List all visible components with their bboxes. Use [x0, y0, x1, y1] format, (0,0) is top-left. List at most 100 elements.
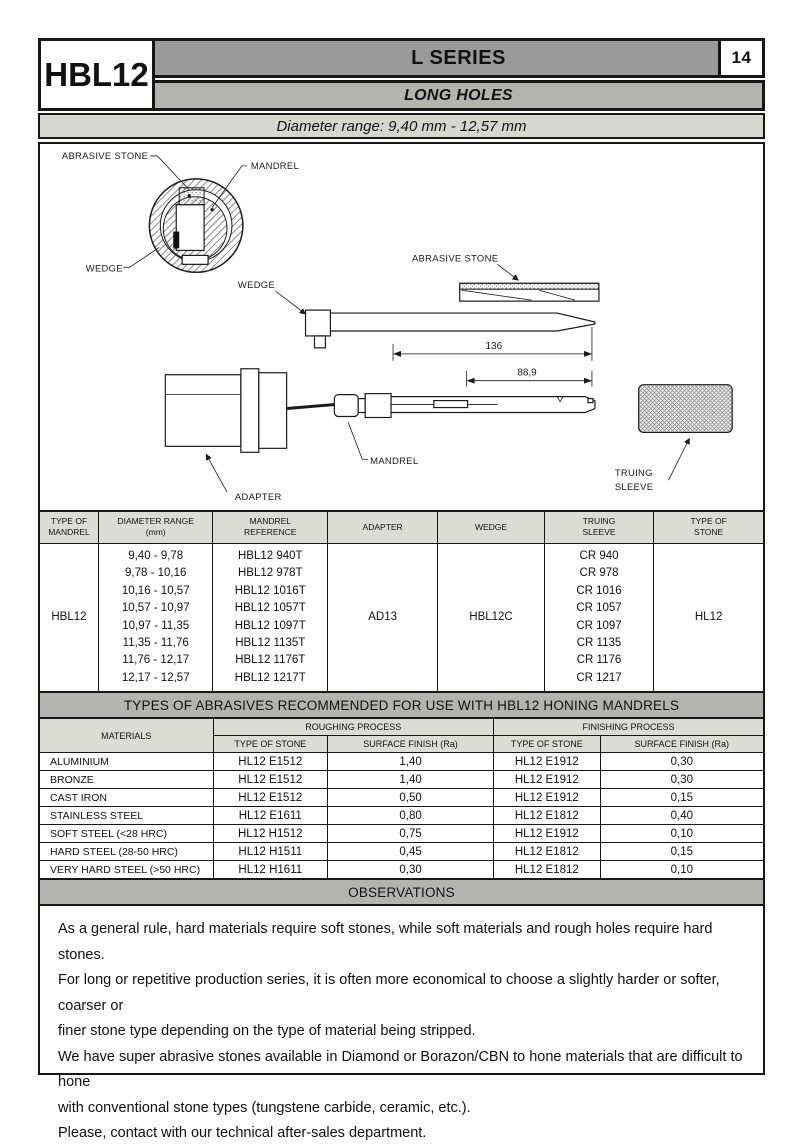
cross-section-view: ABRASIVE STONE MANDREL WEDGE [62, 151, 299, 274]
col-finishing-process: FINISHING PROCESS [493, 717, 765, 737]
rough-ra-cell: 0,30 [327, 860, 495, 880]
diameter-range: 9,40 - 9,78 [128, 549, 184, 562]
dimension-88-9: 88,9 [466, 368, 593, 387]
page-header: HBL12 L SERIES 14 LONG HOLES [38, 38, 765, 111]
wedge-bar [329, 312, 596, 332]
material-cell: SOFT STEEL (<28 HRC) [38, 824, 214, 844]
diameter-range-bar: Diameter range: 9,40 mm - 12,57 mm [38, 113, 765, 139]
col-finishing-surface-finish: SURFACE FINISH (Ra) [599, 735, 765, 754]
col-adapter: ADAPTER [327, 510, 439, 544]
rough-ra-cell: 0,75 [327, 824, 495, 844]
observations-text-box: As a general rule, hard materials requir… [38, 904, 765, 1141]
mandrel-reference: HBL12 1097T [234, 619, 306, 632]
finish-ra-cell: 0,30 [599, 770, 765, 790]
truing-sleeve-label-line1: TRUING [615, 468, 653, 479]
model-code-box: HBL12 [38, 38, 155, 111]
observations-line: Please, contact with our technical after… [58, 1125, 427, 1142]
abrasives-table: MATERIALS ROUGHING PROCESS FINISHING PRO… [38, 717, 765, 881]
datasheet-page: HBL12 L SERIES 14 LONG HOLES Diameter ra… [38, 38, 765, 1141]
page-number-box: 14 [718, 38, 765, 78]
rough-ra-cell: 1,40 [327, 770, 495, 790]
truing-sleeve-ref: CR 1057 [576, 602, 622, 615]
mandrel-reference: HBL12 978T [237, 567, 303, 580]
series-title: L SERIES [411, 46, 506, 69]
rough-stone-cell: HL12 E1512 [212, 770, 329, 790]
type-of-stone-cell: HL12 [653, 542, 765, 693]
diameter-range: 10,57 - 10,97 [121, 602, 190, 615]
mandrel-slot [175, 204, 205, 252]
truing-sleeve-ref: CR 978 [579, 567, 619, 580]
finish-stone-cell: HL12 E1912 [493, 770, 601, 790]
abrasive-stone-top-label: ABRASIVE STONE [62, 151, 148, 162]
diameter-range: 11,35 - 11,76 [122, 636, 189, 649]
material-cell: HARD STEEL (28-50 HRC) [38, 842, 214, 862]
col-roughing-type-of-stone: TYPE OF STONE [212, 735, 329, 754]
finish-ra-cell: 0,15 [599, 842, 765, 862]
subtitle-bar: LONG HOLES [152, 80, 765, 111]
wedge-cross-section [173, 231, 180, 249]
finish-ra-cell: 0,10 [599, 860, 765, 880]
mandrel-top-label: MANDREL [251, 161, 299, 172]
mandrel-body [333, 394, 359, 418]
observations-line: As a general rule, hard materials requir… [58, 921, 713, 963]
dimension-88-9-value: 88,9 [517, 368, 537, 379]
truing-sleeve-ref: CR 1016 [576, 584, 622, 597]
mandrel-table: TYPE OF MANDREL DIAMETER RANGE (mm) MAND… [38, 510, 765, 694]
adapter-body [164, 374, 242, 447]
truing-sleeve-shape [638, 384, 733, 434]
mandrel-reference: HBL12 1217T [234, 671, 306, 684]
observations-line: finer stone type depending on the type o… [58, 1023, 476, 1040]
rough-stone-cell: HL12 H1511 [212, 842, 329, 862]
rough-ra-cell: 0,50 [327, 788, 495, 808]
abrasives-section-title: TYPES OF ABRASIVES RECOMMENDED FOR USE W… [38, 691, 765, 720]
mandrel-side-label: MANDREL [370, 456, 418, 467]
mandrel-assembly-view: MANDREL ADAPTER [164, 368, 596, 503]
rough-ra-cell: 0,80 [327, 806, 495, 826]
material-cell: BRONZE [38, 770, 214, 790]
abrasive-stone-side-label: ABRASIVE STONE [412, 253, 498, 264]
col-truing-sleeve: TRUING SLEEVE [543, 510, 655, 544]
observations-line: For long or repetitive production series… [58, 972, 720, 1014]
mandrel-reference: HBL12 1176T [235, 654, 306, 667]
material-cell: CAST IRON [38, 788, 214, 808]
type-of-mandrel-cell: HBL12 [38, 542, 99, 693]
col-type-of-stone: TYPE OF STONE [653, 510, 765, 544]
wedge-side-view: WEDGE [238, 280, 596, 349]
mandrel-reference: HBL12 1057T [234, 602, 306, 615]
truing-sleeve-ref: CR 1135 [576, 636, 622, 649]
col-finishing-type-of-stone: TYPE OF STONE [493, 735, 601, 754]
observations-title-bar: OBSERVATIONS [38, 878, 765, 907]
material-cell: STAINLESS STEEL [38, 806, 214, 826]
truing-sleeve-label-line2: SLEEVE [615, 482, 654, 493]
mandrel-reference: HBL12 1016T [234, 584, 306, 597]
abrasives-header-row-2: TYPE OF STONE SURFACE FINISH (Ra) TYPE O… [39, 735, 765, 754]
observations-line: We have super abrasive stones available … [58, 1048, 743, 1091]
finish-stone-cell: HL12 E1812 [493, 806, 601, 826]
diagram-box: ABRASIVE STONE MANDREL WEDGE ABRASIVE ST… [38, 142, 765, 512]
diameter-range: 10,16 - 10,57 [121, 584, 190, 597]
rough-stone-cell: HL12 H1512 [212, 824, 329, 844]
series-title-bar: L SERIES 14 [152, 38, 765, 78]
wedge-top-label: WEDGE [86, 263, 123, 274]
abrasive-stone-side-view: ABRASIVE STONE [412, 253, 600, 302]
col-type-of-mandrel: TYPE OF MANDREL [38, 510, 99, 544]
finish-ra-cell: 0,15 [599, 788, 765, 808]
rough-stone-cell: HL12 E1611 [212, 806, 329, 826]
finish-ra-cell: 0,40 [599, 806, 765, 826]
abrasives-header-row-1: MATERIALS ROUGHING PROCESS FINISHING PRO… [38, 717, 765, 754]
abrasive-stone-cross-section [178, 187, 205, 206]
adapter-cell: AD13 [327, 542, 439, 693]
mandrel-table-header-row: TYPE OF MANDREL DIAMETER RANGE (mm) MAND… [38, 510, 765, 544]
material-cell: VERY HARD STEEL (>50 HRC) [38, 860, 214, 880]
col-diameter-range: DIAMETER RANGE (mm) [97, 510, 214, 544]
diameter-range: 11,76 - 12,17 [122, 654, 190, 667]
